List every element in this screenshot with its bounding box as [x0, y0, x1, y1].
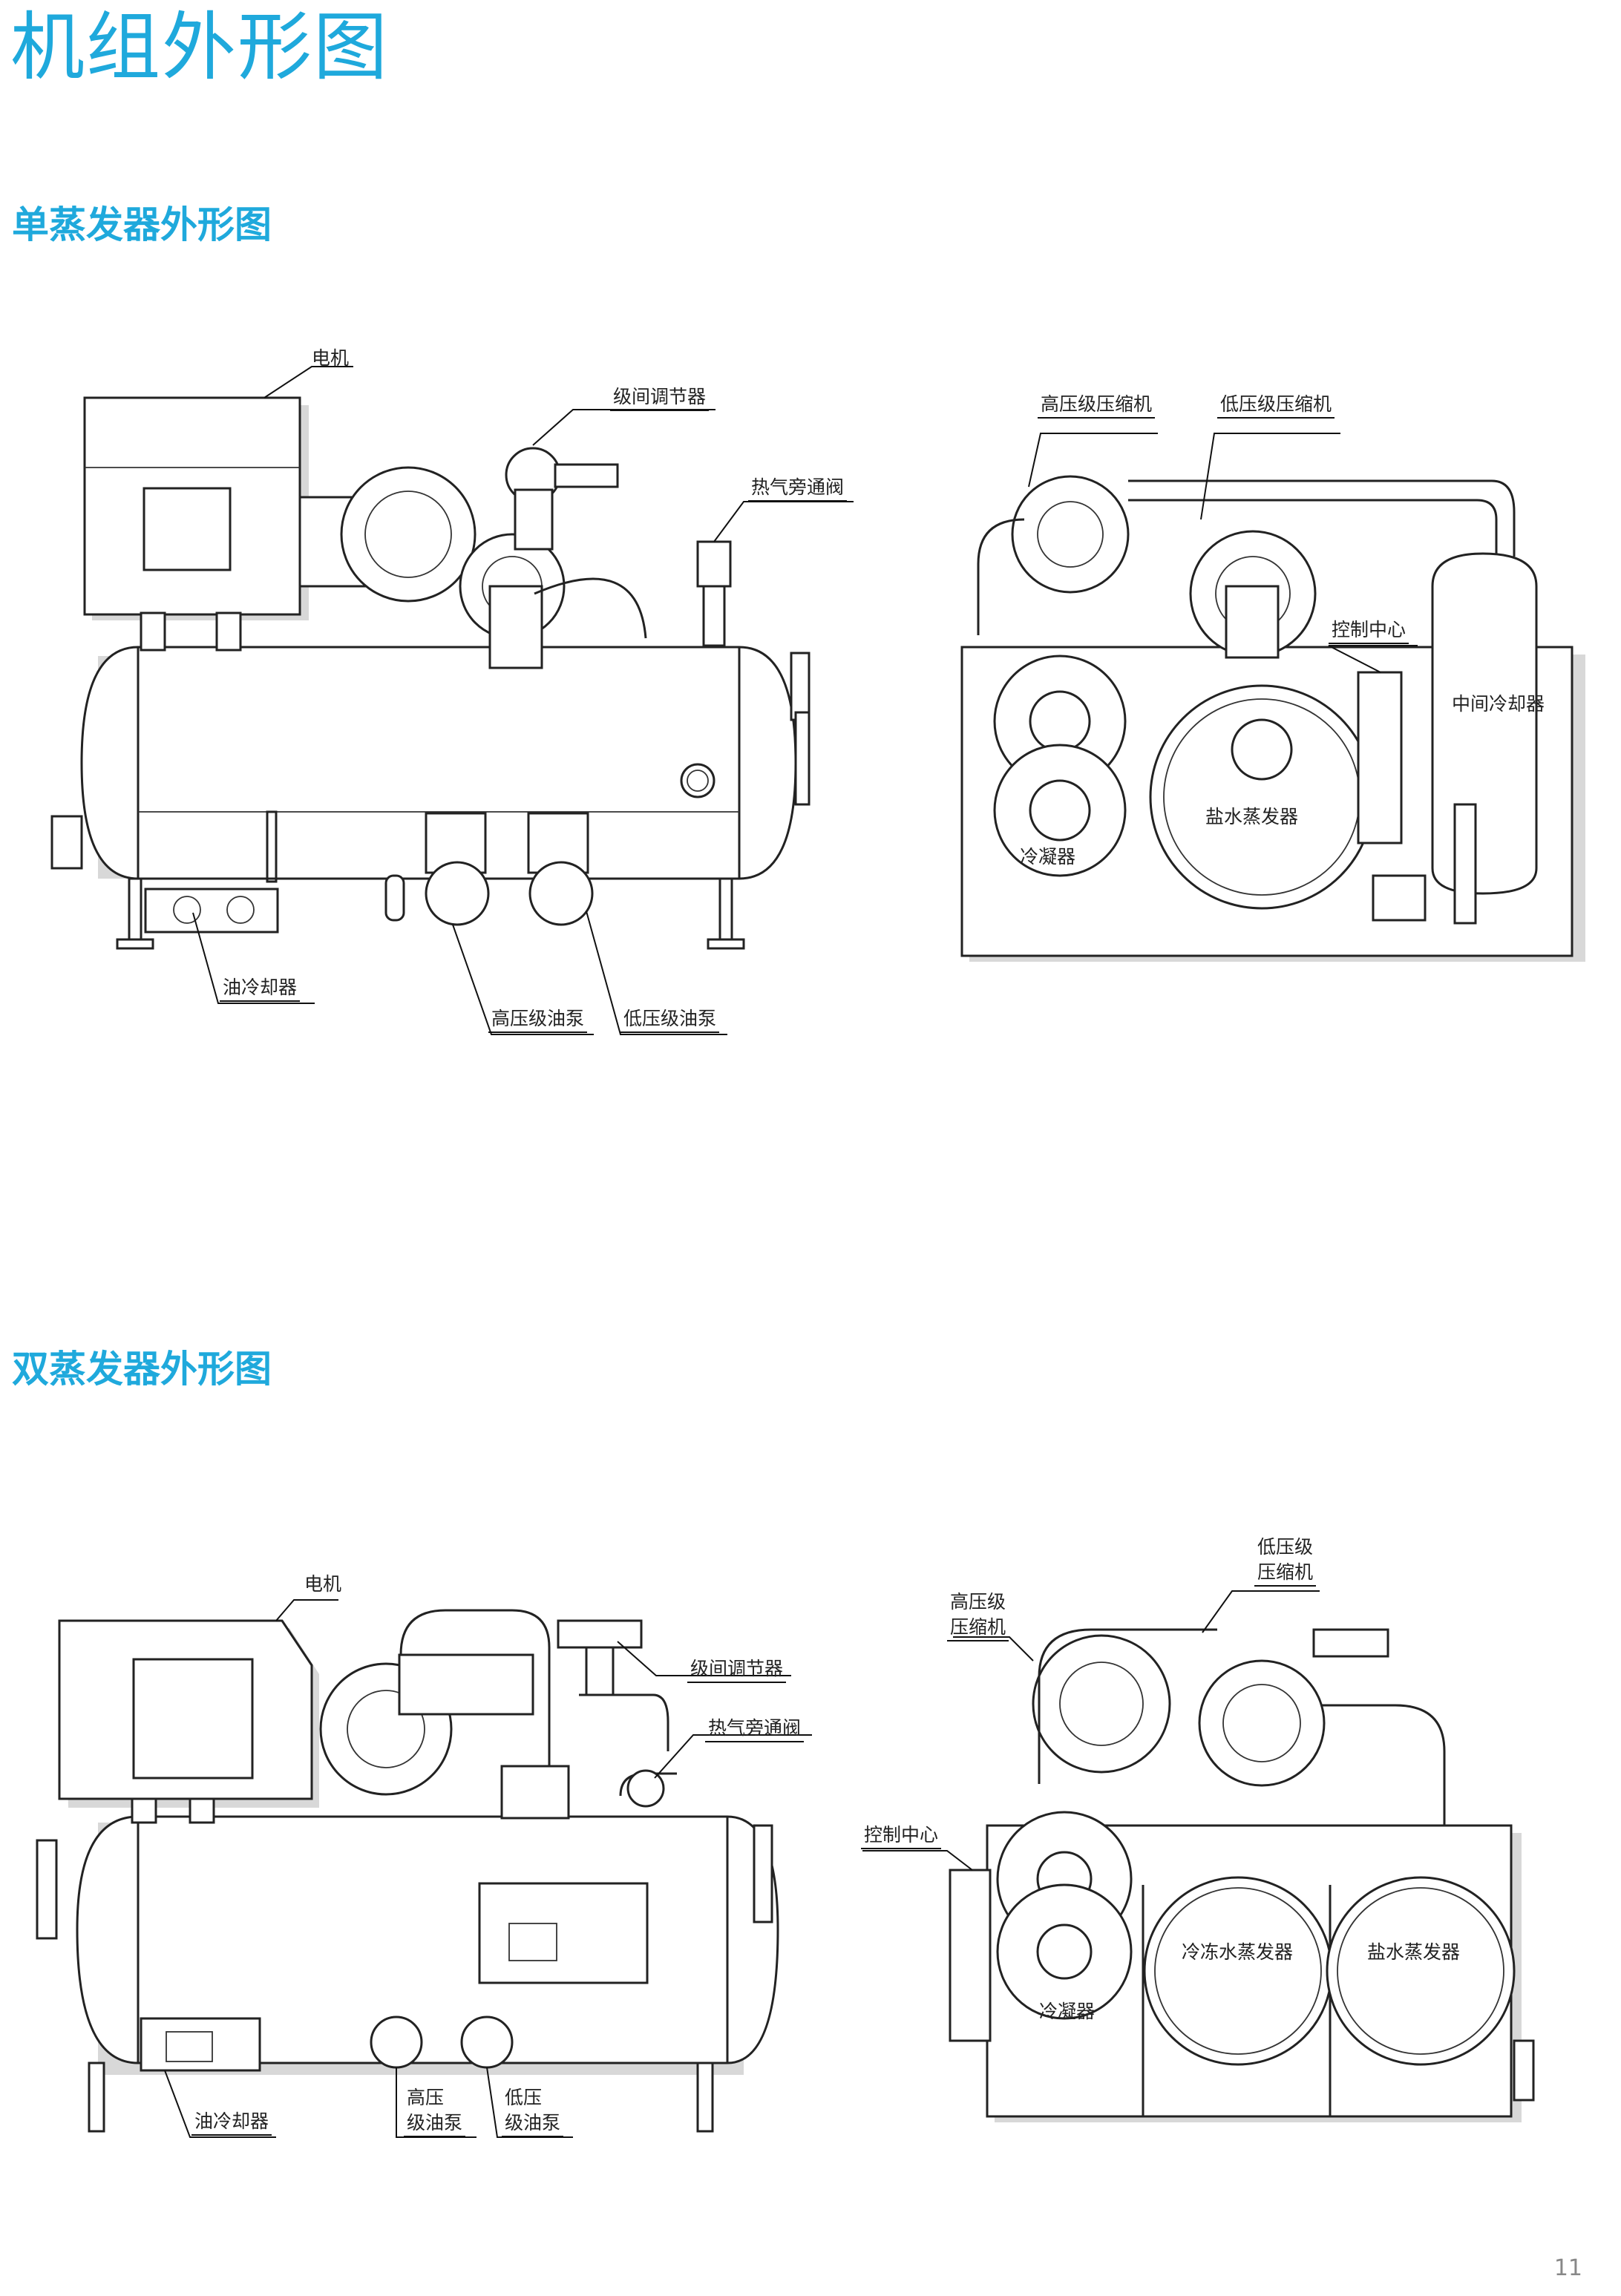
label-brine-evaporator-dual: 盐水蒸发器: [1367, 1941, 1461, 1963]
label-hp-compressor-dual-line2: 压缩机: [947, 1618, 1009, 1641]
label-lp-oil-pump-single: 低压级油泵: [620, 1009, 720, 1033]
section-title-single-evaporator: 单蒸发器外形图: [12, 203, 272, 246]
dual-evaporator-end-view: [862, 1590, 1535, 2122]
page-title: 机组外形图: [10, 4, 389, 91]
label-hot-gas-bypass-dual: 热气旁通阀: [705, 1719, 805, 1742]
label-interstage-regulator-single: 级间调节器: [610, 387, 710, 411]
label-oil-cooler-dual: 油冷却器: [191, 2112, 272, 2136]
label-interstage-regulator-dual: 级间调节器: [687, 1659, 787, 1683]
label-brine-evaporator-single: 盐水蒸发器: [1205, 806, 1299, 827]
label-chilled-water-evaporator-dual: 冷冻水蒸发器: [1182, 1941, 1294, 1963]
label-hp-oil-pump-dual-line2: 级油泵: [404, 2113, 466, 2137]
label-lp-compressor-single: 低压级压缩机: [1217, 395, 1335, 419]
label-hp-compressor-dual-line1: 高压级: [950, 1591, 1006, 1613]
label-hot-gas-bypass-single: 热气旁通阀: [748, 478, 848, 502]
label-oil-cooler-single: 油冷却器: [220, 978, 301, 1002]
label-hp-compressor-single: 高压级压缩机: [1038, 395, 1156, 419]
section-title-dual-evaporator: 双蒸发器外形图: [12, 1348, 272, 1391]
label-motor-dual: 电机: [304, 1573, 342, 1595]
label-lp-oil-pump-dual-line1: 低压: [505, 2087, 543, 2108]
single-evaporator-side-view: [50, 366, 854, 1035]
label-intermediate-cooler-single: 中间冷却器: [1452, 693, 1545, 715]
label-motor-single: 电机: [312, 347, 350, 369]
label-lp-oil-pump-dual-line2: 级油泵: [502, 2113, 564, 2137]
label-lp-compressor-dual-line1: 低压级: [1257, 1536, 1314, 1558]
label-lp-compressor-dual-line2: 压缩机: [1254, 1563, 1317, 1587]
label-condenser-single: 冷凝器: [1020, 846, 1076, 867]
label-hp-oil-pump-dual-line1: 高压: [407, 2087, 445, 2108]
label-condenser-dual: 冷凝器: [1039, 2001, 1096, 2022]
page-number: 11: [1553, 2255, 1582, 2281]
dual-evaporator-side-view: [36, 1599, 812, 2138]
label-hp-oil-pump-single: 高压级油泵: [488, 1009, 588, 1033]
label-control-center-single: 控制中心: [1329, 620, 1409, 644]
label-control-center-dual: 控制中心: [861, 1826, 942, 1849]
single-evaporator-end-view: [960, 433, 1585, 962]
